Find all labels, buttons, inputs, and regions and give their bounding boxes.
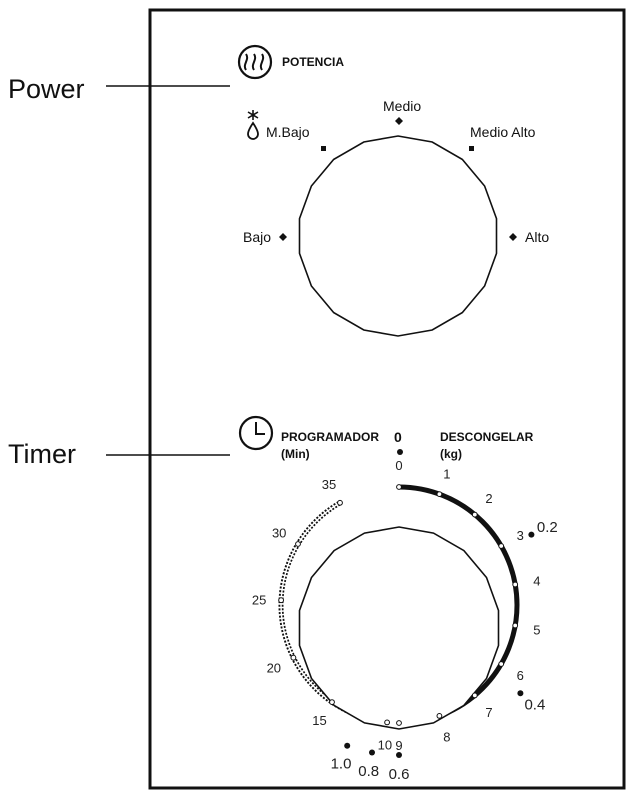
power-position-bajo: Bajo	[243, 229, 287, 245]
timer-label-7: 7	[485, 705, 492, 720]
defrost-icon	[247, 110, 259, 140]
timer-label-25: 25	[252, 592, 266, 607]
power-label-bajo: Bajo	[243, 229, 271, 245]
timer-label-30: 30	[272, 526, 286, 541]
timer-tick-3	[498, 543, 505, 549]
timer-label-9: 9	[395, 738, 402, 753]
timer-label-1: 1	[443, 466, 450, 481]
defrost-weight-dot	[344, 742, 351, 749]
defrost-weight-label: 0.4	[524, 697, 545, 714]
timer-tick-35	[337, 499, 343, 506]
timer-tick-15	[329, 699, 335, 705]
power-position-medioalto: Medio Alto	[469, 124, 536, 151]
power-icon	[237, 44, 273, 80]
timer-title: PROGRAMADOR	[281, 430, 379, 444]
timer-tick-9	[396, 720, 402, 726]
clock-icon	[238, 415, 274, 451]
timer-tick-10	[384, 719, 391, 726]
defrost-weight-label: 0.8	[358, 763, 379, 780]
timer-minute-labels: 0 1 2 3 4 5 6 7 8 910 15 20 25 30 35	[252, 458, 541, 753]
timer-tick-5	[512, 622, 519, 629]
timer-tick-20	[290, 654, 297, 661]
defrost-weight-labels: 0.2 0.4 0.6 0.8 1.0	[331, 519, 558, 783]
defrost-weight-label: 0.2	[537, 519, 558, 536]
timer-ticks	[278, 484, 519, 726]
power-label-medioalto: Medio Alto	[470, 124, 536, 140]
timer-label-5: 5	[533, 622, 540, 637]
power-label-mbajo: M.Bajo	[266, 124, 310, 140]
defrost-unit: (kg)	[440, 447, 462, 461]
timer-tick-4	[512, 581, 519, 588]
defrost-weight-dot	[369, 749, 375, 756]
power-position-medio: Medio	[383, 98, 421, 125]
defrost-weight-label: 0.6	[389, 766, 410, 783]
power-marker-bajo	[279, 233, 287, 241]
power-marker-medioalto	[469, 146, 474, 151]
panel-border	[148, 8, 626, 790]
power-label-medio: Medio	[383, 98, 421, 114]
timer-tick-1	[436, 491, 443, 498]
timer-label-4: 4	[533, 574, 540, 589]
timer-unit: (Min)	[281, 447, 310, 461]
timer-tick-0	[396, 484, 402, 490]
timer-tick-2	[471, 511, 478, 518]
power-knob[interactable]	[298, 135, 498, 337]
timer-zero-dot	[397, 449, 403, 455]
timer-label-20: 20	[267, 661, 281, 676]
timer-label-35: 35	[322, 477, 336, 492]
timer-label-15: 15	[312, 713, 326, 728]
timer-label-10: 10	[378, 737, 392, 752]
defrost-weight-dot	[517, 690, 524, 697]
timer-zero-mark: 0	[394, 429, 402, 445]
timer-label-3: 3	[517, 528, 524, 543]
timer-label-2: 2	[485, 491, 492, 506]
timer-callout-label: Timer	[8, 439, 76, 469]
timer-knob[interactable]	[298, 526, 500, 730]
power-marker-medio	[395, 117, 403, 125]
power-callout-label: Power	[8, 74, 85, 104]
timer-tick-30	[295, 541, 301, 547]
timer-label-0: 0	[395, 458, 402, 473]
power-position-alto: Alto	[509, 229, 549, 245]
power-marker-alto	[509, 233, 517, 241]
power-title: POTENCIA	[282, 55, 344, 69]
power-position-mbajo: M.Bajo	[266, 124, 326, 151]
power-label-alto: Alto	[525, 229, 549, 245]
timer-label-8: 8	[443, 730, 450, 745]
defrost-title: DESCONGELAR	[440, 430, 534, 444]
defrost-weight-dot	[528, 531, 535, 538]
defrost-weight-label: 1.0	[331, 756, 352, 773]
timer-tick-6	[498, 661, 505, 667]
defrost-weight-dot	[396, 752, 402, 758]
power-marker-mbajo	[321, 146, 326, 151]
timer-tick-25	[278, 597, 285, 604]
timer-label-6: 6	[517, 668, 524, 683]
timer-tick-7	[471, 692, 478, 699]
timer-tick-8	[436, 713, 443, 719]
